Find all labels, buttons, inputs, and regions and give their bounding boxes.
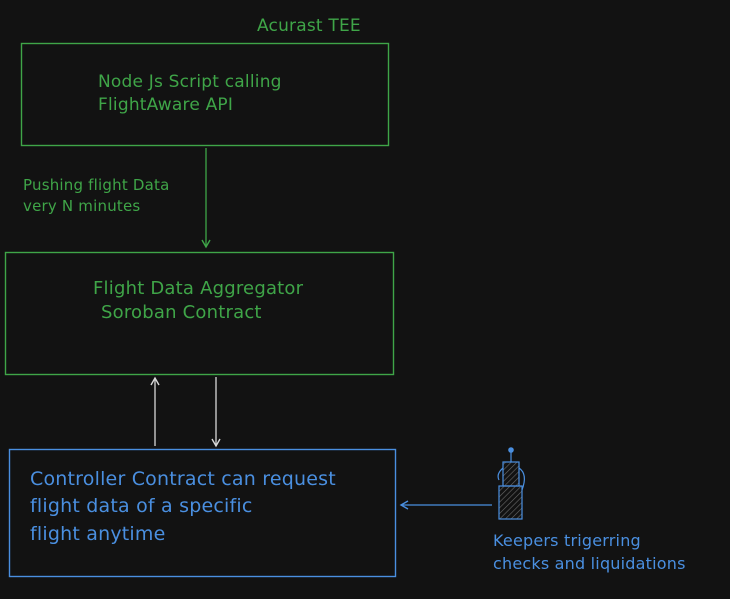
keepers-label-line1: Keepers trigerring — [493, 531, 641, 550]
aggregator-box — [4, 251, 395, 376]
controller-label-line2: flight data of a specific — [30, 495, 253, 517]
aggregator-label-line1: Flight Data Aggregator — [93, 278, 304, 299]
node-script-box — [20, 42, 390, 147]
aggregator-label-line2: Soroban Contract — [101, 302, 262, 323]
controller-box — [8, 448, 397, 578]
push-edge-label-line2: very N minutes — [23, 197, 141, 215]
controller-label-line1: Controller Contract can request — [30, 468, 336, 490]
robot-icon — [497, 447, 525, 520]
node-script-label-line2: FlightAware API — [98, 95, 234, 115]
node-script-label-line1: Node Js Script calling — [98, 72, 282, 92]
controller-label-line3: flight anytime — [30, 523, 166, 545]
tee-label: Acurast TEE — [257, 16, 361, 36]
keepers-label-line2: checks and liquidations — [493, 554, 686, 573]
push-edge-label-line1: Pushing flight Data — [23, 176, 170, 194]
